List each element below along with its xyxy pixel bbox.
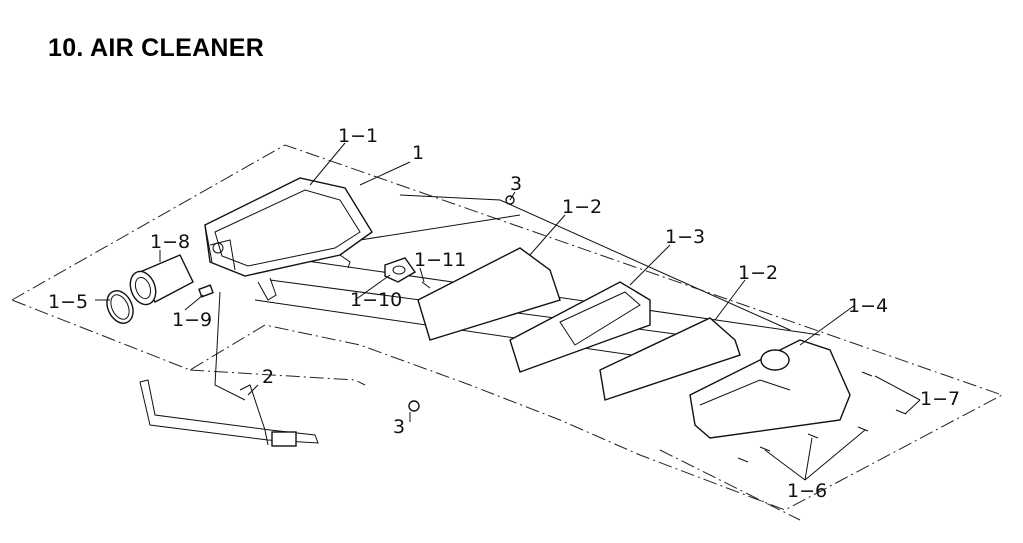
callout-1-11: 1−11 xyxy=(414,249,466,271)
hose-clamp-part xyxy=(106,290,134,324)
callout-1-6: 1−6 xyxy=(787,480,827,502)
callout-1-10: 1−10 xyxy=(350,289,402,311)
callout-3-bottom: 3 xyxy=(393,416,405,438)
callout-1: 1 xyxy=(412,142,424,164)
filter-element-left-part xyxy=(417,247,561,341)
drain-plug-part xyxy=(198,284,214,298)
callout-1-7: 1−7 xyxy=(920,388,960,410)
callout-3-top: 3 xyxy=(510,173,522,195)
callout-1-9: 1−9 xyxy=(172,309,212,331)
screw-parts xyxy=(408,195,907,463)
upper-case-part xyxy=(204,177,373,301)
callout-1-1: 1−1 xyxy=(338,125,378,147)
callout-1-2-right: 1−2 xyxy=(738,262,778,284)
lower-case-part xyxy=(689,339,851,439)
filter-frame-part xyxy=(509,281,651,373)
filter-element-right-part xyxy=(599,317,741,401)
callout-1-5: 1−5 xyxy=(48,291,88,313)
callout-1-2-left: 1−2 xyxy=(562,196,602,218)
assembly-boundary xyxy=(10,144,1004,521)
callout-1-3: 1−3 xyxy=(665,226,705,248)
callout-1-4: 1−4 xyxy=(848,295,888,317)
callout-labels: 1−1 1 3 1−2 1−3 1−2 1−8 1−11 1−5 1−9 1−1… xyxy=(48,125,960,502)
intake-duct-part xyxy=(129,254,194,306)
drain-tube-part xyxy=(139,379,319,447)
callout-1-8: 1−8 xyxy=(150,231,190,253)
page-title: 10. AIR CLEANER xyxy=(48,34,265,62)
grommet-part xyxy=(384,257,417,283)
leader-lines xyxy=(95,142,921,481)
callout-2: 2 xyxy=(262,366,274,388)
